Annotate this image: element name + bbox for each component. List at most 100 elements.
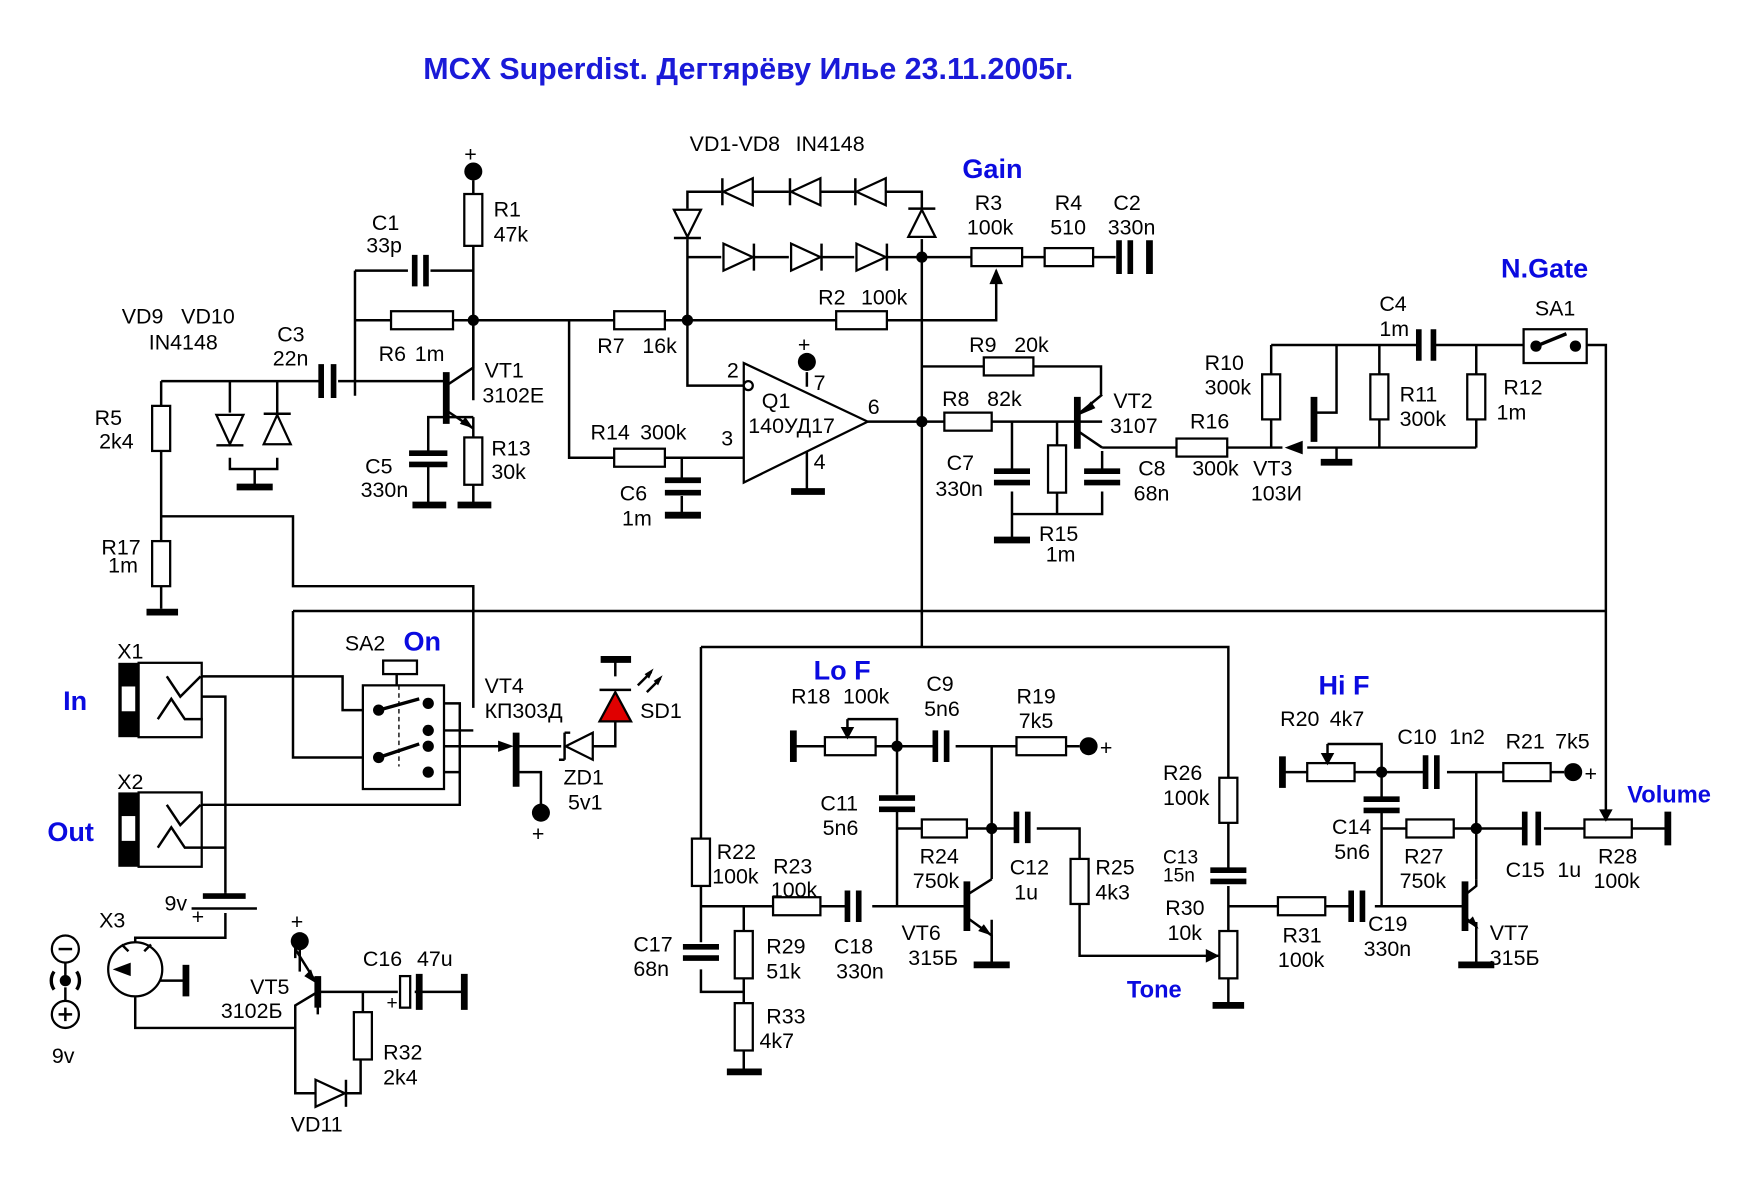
- power-points: + + + + + +: [290, 142, 1597, 951]
- resistor-R22: [690, 837, 712, 888]
- label-sa2-ref: SA2: [345, 631, 385, 655]
- label-c17-ref: C17: [633, 932, 672, 956]
- label-vt1-value: 3102E: [482, 383, 544, 407]
- label-r14-value: 300k: [640, 421, 687, 445]
- switch-sa1[interactable]: [1522, 328, 1588, 365]
- label-r32-ref: R32: [383, 1040, 422, 1064]
- label-r30-value: 10k: [1167, 921, 1202, 945]
- label-x2-ref: X2: [117, 770, 143, 794]
- label-vt1-ref: VT1: [485, 359, 524, 383]
- potentiometer-R20[interactable]: [1306, 761, 1356, 783]
- label-c3-value: 22n: [273, 346, 309, 370]
- label-c14-value: 5n6: [1334, 840, 1370, 864]
- label-r13-value: 30k: [491, 460, 526, 484]
- label-vd9-10-ref: VD9 VD10: [122, 305, 235, 329]
- label-vd1-8-ref: VD1-VD8: [690, 132, 780, 156]
- transistors: [304, 320, 1479, 1008]
- resistor-R19: [1015, 736, 1068, 757]
- label-r21-ref: R21: [1506, 729, 1545, 753]
- label-r15-ref: R15: [1039, 522, 1078, 546]
- switch-sa2[interactable]: [361, 659, 446, 791]
- resistor-R16: [1175, 437, 1229, 458]
- label-r20-ref: R20: [1280, 707, 1319, 731]
- plus-q1: +: [798, 333, 811, 357]
- label-c13-value: 15n: [1163, 865, 1195, 886]
- label-r11-ref: R11: [1400, 382, 1438, 406]
- label-r8-value: 82k: [987, 387, 1022, 411]
- label-on: On: [403, 626, 441, 656]
- label-r1-ref: R1: [494, 198, 521, 222]
- label-r7-ref: R7: [597, 334, 624, 358]
- label-r3-ref: R3: [975, 191, 1002, 215]
- capacitor-C4: [1415, 329, 1437, 361]
- potentiometer-R3[interactable]: [970, 246, 1024, 268]
- capacitor-C17: [682, 943, 719, 961]
- label-x3-ref: X3: [99, 909, 125, 933]
- label-r12-value: 1m: [1497, 400, 1527, 424]
- label-vt4-value: КП303Д: [485, 699, 564, 723]
- resistor-R15: [1046, 444, 1068, 494]
- capacitor-C19: [1348, 890, 1366, 923]
- label-r30-ref: R30: [1165, 896, 1204, 920]
- label-r26-ref: R26: [1163, 761, 1202, 785]
- label-c4-value: 1m: [1379, 317, 1409, 341]
- power-jack-x3[interactable]: [107, 941, 164, 998]
- label-q1-value: 140УД17: [748, 414, 835, 438]
- label-sd1-ref: SD1: [640, 699, 682, 723]
- label-r22-value: 100k: [712, 865, 759, 889]
- capacitor-C3: [318, 364, 337, 398]
- wires: [133, 180, 1668, 1095]
- label-vt6-value: 315Б: [908, 946, 958, 970]
- label-battery-plus: +: [192, 905, 205, 929]
- label-c9-ref: C9: [926, 672, 953, 696]
- label-vt3-value: 103И: [1251, 482, 1302, 506]
- capacitors: +: [318, 240, 1542, 1014]
- label-c17-value: 68n: [633, 957, 669, 981]
- label-vt5-ref: VT5: [250, 975, 289, 999]
- label-r27-value: 750k: [1400, 869, 1447, 893]
- label-vd11-ref: VD11: [291, 1113, 343, 1137]
- potentiometer-R18[interactable]: [823, 736, 877, 757]
- label-r20-value: 4k7: [1330, 707, 1365, 731]
- capacitor-C5: [409, 450, 448, 468]
- label-sa1-ref: SA1: [1535, 297, 1575, 321]
- label-c15-ref: C15: [1506, 858, 1545, 882]
- potentiometer-R28[interactable]: [1583, 818, 1633, 839]
- resistor-R5: [151, 404, 172, 453]
- label-c12-value: 1u: [1014, 880, 1038, 904]
- label-r5-value: 2k4: [99, 430, 134, 454]
- jack-x1[interactable]: [118, 661, 203, 739]
- resistor-R23: [771, 896, 822, 917]
- label-c13-ref: C13: [1163, 847, 1198, 868]
- resistor-R31: [1276, 896, 1327, 917]
- resistor-R10: [1261, 373, 1282, 421]
- jack-x2[interactable]: [118, 791, 226, 868]
- label-r1-value: 47k: [494, 222, 529, 246]
- label-vt4-ref: VT4: [485, 674, 524, 698]
- label-c3-ref: C3: [277, 323, 304, 347]
- capacitor-C13: [1210, 867, 1247, 885]
- label-vd9-10-value: IN4148: [149, 331, 218, 355]
- resistor-R7: [613, 310, 667, 331]
- component-labels: R1 47k C1 33p R6 1m VD9 VD10 IN4148 C3 2…: [52, 132, 1640, 1136]
- label-r4-ref: R4: [1055, 191, 1082, 215]
- potentiometer-R30[interactable]: [1218, 929, 1239, 980]
- label-c12-ref: C12: [1010, 856, 1049, 880]
- label-zd1-ref: ZD1: [563, 766, 603, 790]
- led-sd1: [597, 689, 633, 723]
- label-r33-value: 4k7: [760, 1029, 795, 1053]
- grounds: [146, 458, 1672, 1076]
- label-c19-ref: C19: [1368, 912, 1407, 936]
- label-c2-ref: C2: [1113, 191, 1140, 215]
- label-c7-value: 330n: [935, 477, 983, 501]
- label-q1-pin3: 3: [721, 426, 733, 450]
- opamp-q1: [742, 361, 871, 485]
- label-vt3-ref: VT3: [1253, 457, 1292, 481]
- label-r29-value: 51k: [766, 959, 801, 983]
- plus-r1: +: [464, 142, 477, 166]
- capacitor-C2-a: [1116, 240, 1134, 275]
- label-vt2-value: 3107: [1110, 414, 1158, 438]
- label-r18-ref: R18: [791, 684, 830, 708]
- label-r2-value: 100k: [861, 285, 908, 309]
